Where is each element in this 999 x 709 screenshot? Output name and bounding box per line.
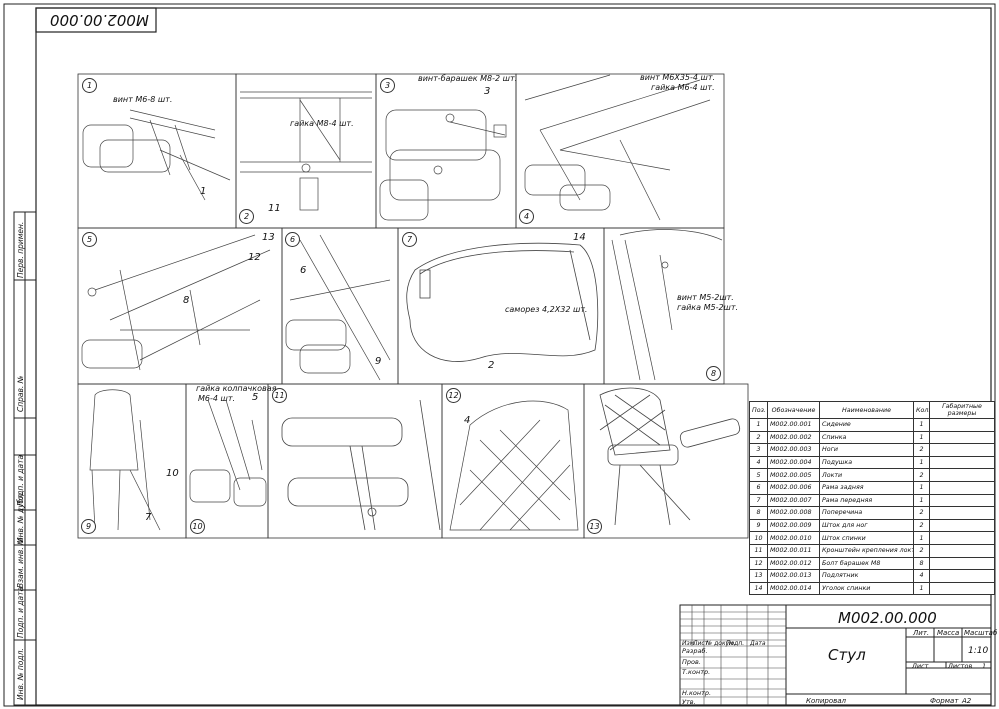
- part-number-14: 14: [573, 232, 586, 243]
- part-number-6: 6: [300, 265, 307, 276]
- panel-number-8: 8: [706, 366, 721, 381]
- part-number-8: 8: [183, 295, 190, 306]
- specification-table: Поз. Обозначение Наименование Кол. Габар…: [749, 401, 995, 596]
- panel-number-10: 10: [190, 519, 205, 534]
- callout-p7: саморез 4,2Х32 шт.: [505, 305, 588, 314]
- lit-label: Лит.: [913, 629, 930, 637]
- stamp-row-developer: Разраб.: [682, 647, 708, 655]
- mass-label: Масса: [937, 629, 960, 637]
- format-label: Формат: [930, 697, 959, 705]
- stamp-row-ncontrol: Н.контр.: [682, 689, 712, 697]
- panel-number-1: 1: [82, 78, 97, 93]
- part-number-9: 9: [375, 356, 382, 367]
- panel-number-11: 11: [272, 388, 287, 403]
- spec-header-dims: Габаритные размеры: [929, 401, 995, 419]
- main-code: M002.00.000: [838, 609, 937, 627]
- scale-label: Масштаб: [964, 629, 998, 637]
- callout-p10a: гайка колпачковая: [196, 384, 277, 393]
- panel-number-12: 12: [446, 388, 461, 403]
- copied-label: Копировал: [806, 697, 846, 705]
- stamp-col-sign: Подп.: [726, 640, 745, 647]
- part-number-1: 1: [200, 186, 207, 197]
- panel-number-5: 5: [82, 232, 97, 247]
- stamp-col-list: Лист: [693, 640, 709, 647]
- stamp-row-approved: Утв.: [682, 698, 696, 706]
- sheets-count: 1: [982, 662, 987, 670]
- part-number-13: 13: [262, 232, 275, 243]
- part-number-3: 3: [484, 86, 491, 97]
- callout-p10b: М6-4 шт.: [198, 394, 236, 403]
- callout-p8b: гайка М5-2шт.: [677, 303, 739, 312]
- part-number-12: 12: [248, 252, 261, 263]
- callout-p8a: винт М5-2шт.: [677, 293, 734, 302]
- part-number-10: 10: [166, 468, 179, 479]
- panel-number-9: 9: [81, 519, 96, 534]
- part-number-2: 2: [488, 360, 495, 371]
- spec-header-row: Поз. Обозначение Наименование Кол. Габар…: [749, 401, 995, 419]
- spec-cell-code: M002.00.014: [767, 581, 820, 596]
- panel-number-13: 13: [587, 519, 602, 534]
- panel-number-7: 7: [402, 232, 417, 247]
- panel-number-6: 6: [285, 232, 300, 247]
- callout-p4a: винт М6Х35-4 шт.: [640, 73, 716, 82]
- part-number-7: 7: [145, 512, 152, 523]
- panel-number-2: 2: [239, 209, 254, 224]
- stamp-row-tcontrol: Т.контр.: [682, 668, 711, 676]
- stamp-col-date: Дата: [750, 640, 766, 647]
- callout-p1: винт М6-8 шт.: [113, 95, 173, 104]
- sheet-label: Лист: [912, 662, 929, 670]
- scale-value: 1:10: [968, 646, 989, 656]
- callout-p2: гайка М8-4 шт.: [290, 119, 354, 128]
- spec-cell-dims: [929, 581, 995, 596]
- stamp-col-doc: № докум.: [706, 640, 736, 647]
- stamp-col-izm: Изм.: [682, 640, 697, 647]
- part-number-5: 5: [252, 392, 259, 403]
- format-value: А2: [962, 697, 972, 705]
- sheets-label: Листов: [948, 662, 973, 670]
- part-number-11: 11: [268, 203, 281, 214]
- callout-p4b: гайка М6-4 шт.: [651, 83, 715, 92]
- document-title: Стул: [828, 646, 866, 664]
- part-number-4: 4: [464, 415, 471, 426]
- callout-p3: винт-барашек М8-2 шт.: [418, 74, 518, 83]
- stamp-row-checked: Пров.: [682, 658, 701, 666]
- panel-number-3: 3: [380, 78, 395, 93]
- panel-number-4: 4: [519, 209, 534, 224]
